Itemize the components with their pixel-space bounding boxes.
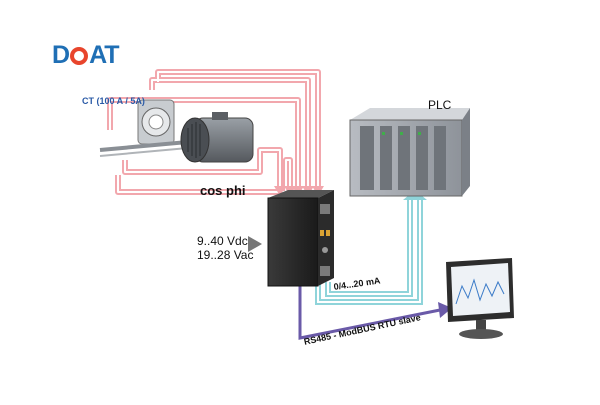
transducer-module <box>267 190 334 287</box>
monitor <box>446 258 514 339</box>
plc-label: PLC <box>428 98 452 112</box>
power-line-2: 19..28 Vac <box>197 248 254 262</box>
serial-wire <box>298 286 441 340</box>
power-supply-label: 9..40 Vdc 19..28 Vac <box>197 234 253 262</box>
ct-label: CT (100 A / 5A) <box>82 96 145 106</box>
logo-letter-d: D <box>52 41 70 69</box>
cos-phi-label: cos phi <box>200 183 246 198</box>
motor <box>180 112 254 163</box>
ct-wires <box>107 69 321 195</box>
power-line-1: 9..40 Vdc <box>197 234 248 248</box>
dat-logo: D AT <box>52 41 120 70</box>
power-arrow <box>248 236 262 252</box>
plc <box>349 108 470 197</box>
analog-wires <box>315 198 423 305</box>
logo-swirl-icon <box>70 47 89 65</box>
current-transformer <box>99 99 211 157</box>
logo-letters-at: AT <box>89 41 120 69</box>
